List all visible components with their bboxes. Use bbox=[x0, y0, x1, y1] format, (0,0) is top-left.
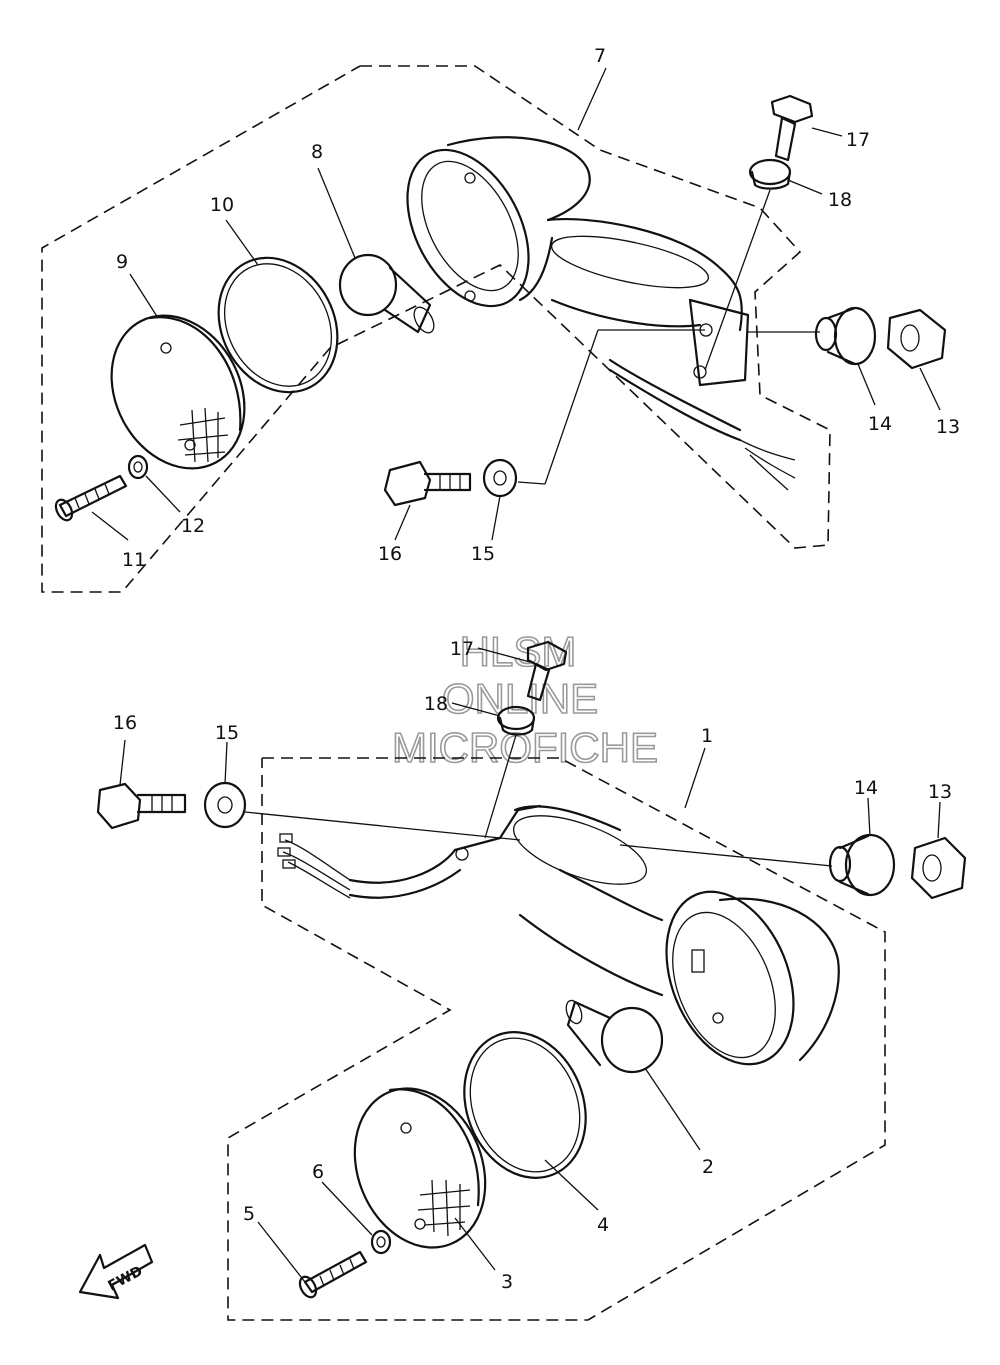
nut-part-13[interactable] bbox=[886, 308, 947, 370]
callout-9[interactable]: 9 bbox=[116, 251, 128, 273]
callout-12[interactable]: 12 bbox=[181, 515, 205, 537]
callout-7[interactable]: 7 bbox=[594, 45, 606, 67]
watermark-line-1: HLSM bbox=[460, 628, 577, 675]
callout-10[interactable]: 10 bbox=[210, 194, 234, 216]
bulb-part-2[interactable] bbox=[563, 998, 664, 1074]
leader-lines-top bbox=[91, 67, 941, 541]
lens-part-9[interactable] bbox=[86, 292, 271, 491]
callout-8[interactable]: 8 bbox=[311, 141, 323, 163]
callout-17[interactable]: 17 bbox=[846, 129, 870, 151]
fwd-label: FWD bbox=[106, 1263, 146, 1294]
callouts-bottom: 1 2 4 3 6 5 16 15 14 13 17 18 bbox=[113, 638, 952, 1293]
bulb-part-8[interactable] bbox=[338, 253, 438, 336]
callout-13[interactable]: 13 bbox=[936, 416, 960, 438]
wire-leads-top bbox=[739, 439, 796, 491]
fwd-direction-arrow: FWD bbox=[78, 1243, 154, 1300]
callouts-top: 7 8 10 9 12 11 16 15 17 18 14 13 bbox=[116, 45, 960, 571]
gasket-part-10[interactable] bbox=[196, 237, 361, 413]
bolt-part-17[interactable] bbox=[770, 94, 814, 162]
bolt-part-16[interactable] bbox=[383, 460, 472, 507]
callout-1[interactable]: 1 bbox=[701, 725, 713, 747]
gasket-part-4[interactable] bbox=[443, 1014, 607, 1197]
callout-17-bottom[interactable]: 17 bbox=[450, 638, 474, 660]
group-outline-top-left bbox=[41, 65, 831, 593]
washer-part-15[interactable] bbox=[482, 458, 518, 498]
callout-18-bottom[interactable]: 18 bbox=[424, 693, 448, 715]
bottom-assembly: FWD 1 2 4 3 6 5 16 bbox=[78, 638, 967, 1321]
washer-part-12[interactable] bbox=[127, 454, 149, 480]
collar-part-14-bottom[interactable] bbox=[828, 833, 896, 897]
callout-5[interactable]: 5 bbox=[243, 1203, 255, 1225]
watermark-line-3: MICROFICHE bbox=[392, 724, 658, 771]
callout-4[interactable]: 4 bbox=[597, 1214, 609, 1236]
spacer-part-18-bottom[interactable] bbox=[496, 705, 536, 736]
watermark-line-2: ONLINE bbox=[442, 675, 598, 722]
group-outline-bottom bbox=[227, 757, 886, 1321]
callout-16[interactable]: 16 bbox=[378, 543, 402, 565]
washer-part-6[interactable] bbox=[370, 1229, 392, 1255]
watermark: HLSM ONLINE MICROFICHE bbox=[391, 627, 659, 772]
housing-part-7[interactable] bbox=[383, 129, 750, 442]
leader-lines-bottom bbox=[119, 647, 941, 1283]
screw-part-5[interactable] bbox=[297, 1250, 368, 1300]
callout-18[interactable]: 18 bbox=[828, 189, 852, 211]
housing-part-1[interactable] bbox=[348, 802, 840, 1084]
callout-14-bottom[interactable]: 14 bbox=[854, 777, 878, 799]
lens-part-3[interactable] bbox=[332, 1069, 508, 1268]
callout-3[interactable]: 3 bbox=[501, 1271, 513, 1293]
callout-6[interactable]: 6 bbox=[312, 1161, 324, 1183]
callout-15[interactable]: 15 bbox=[471, 543, 495, 565]
screw-part-11[interactable] bbox=[53, 474, 128, 523]
wire-leads-bottom bbox=[277, 833, 351, 899]
nut-part-13-bottom[interactable] bbox=[910, 836, 967, 900]
callout-13-bottom[interactable]: 13 bbox=[928, 781, 952, 803]
spacer-part-18[interactable] bbox=[748, 158, 792, 190]
top-assembly: 7 8 10 9 12 11 16 15 17 18 14 13 bbox=[41, 45, 960, 593]
callout-2[interactable]: 2 bbox=[702, 1156, 714, 1178]
collar-part-14[interactable] bbox=[814, 306, 877, 366]
bolt-part-16-bottom[interactable] bbox=[96, 782, 187, 830]
bolt-part-17-bottom[interactable] bbox=[526, 640, 568, 702]
callout-11[interactable]: 11 bbox=[122, 549, 146, 571]
callout-15-bottom[interactable]: 15 bbox=[215, 722, 239, 744]
washer-part-15-bottom[interactable] bbox=[203, 781, 247, 829]
callout-16-bottom[interactable]: 16 bbox=[113, 712, 137, 734]
callout-14[interactable]: 14 bbox=[868, 413, 892, 435]
